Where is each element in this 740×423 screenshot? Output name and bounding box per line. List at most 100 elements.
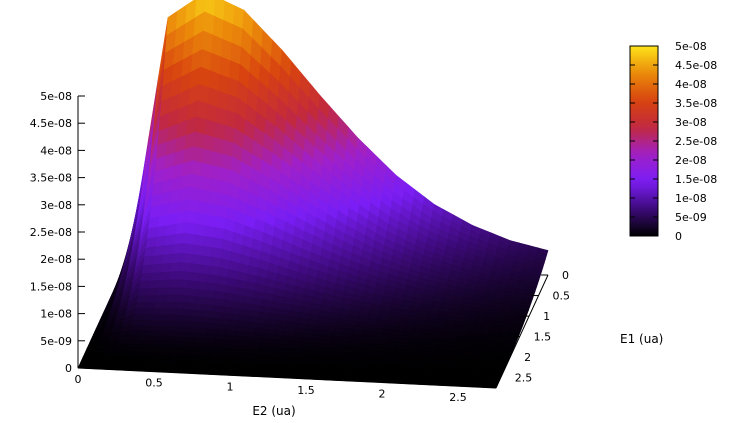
surface-cell <box>219 167 232 184</box>
surface-cell <box>209 256 221 268</box>
colorbar-tick-label: 5e-08 <box>675 40 707 53</box>
surface-cell <box>181 308 193 317</box>
surface-cell <box>105 343 118 349</box>
surface-cell <box>93 350 106 355</box>
surface-cell <box>96 344 108 349</box>
surface-cell <box>147 287 159 296</box>
z-tick-label: 1.5e-08 <box>30 280 72 293</box>
surface-cell <box>201 303 214 312</box>
surface-cell <box>191 244 204 257</box>
surface-cell <box>186 210 198 225</box>
surface-cell <box>165 223 178 237</box>
y-axis-line <box>495 274 549 389</box>
colorbar-tick-label: 2.5e-08 <box>675 135 717 148</box>
surface-cell <box>179 262 192 273</box>
surface-cell <box>173 301 185 310</box>
surface-cell <box>196 200 209 216</box>
surface-cell <box>194 223 206 237</box>
surface-cell <box>158 279 170 289</box>
surface-cell <box>184 336 196 343</box>
surface-cell <box>125 339 138 345</box>
surface-cell <box>213 227 225 240</box>
surface-cell <box>152 308 165 316</box>
surface-cell <box>178 320 191 328</box>
surface-cell <box>183 295 196 304</box>
surface-cell <box>140 319 153 327</box>
surface-cell <box>218 180 231 196</box>
surface-cell <box>167 325 180 333</box>
surface-cell <box>156 225 168 238</box>
surface-cell <box>167 279 180 289</box>
surface-cell <box>189 315 202 323</box>
surface-cell <box>145 236 158 249</box>
surface-cell <box>196 281 208 291</box>
surface-cell <box>171 252 183 264</box>
surface-cell <box>194 288 207 298</box>
surface-cell <box>104 347 117 352</box>
z-tick-label: 3.5e-08 <box>30 172 72 185</box>
surface-cell <box>180 315 192 323</box>
surface-cell <box>170 262 182 273</box>
surface-cell <box>197 83 210 105</box>
surface-cell <box>202 148 214 166</box>
x-tick-label: 2.5 <box>449 391 467 404</box>
surface-cell <box>193 131 206 150</box>
surface-cell <box>208 265 220 277</box>
colorbar-tick-label: 3.5e-08 <box>675 97 717 110</box>
surface-cell <box>169 320 181 328</box>
surface-cell <box>198 264 211 275</box>
surface-cell <box>207 87 219 108</box>
z-tick-label: 5e-09 <box>40 335 72 348</box>
surface-cell <box>137 288 150 297</box>
surface-cell <box>164 294 177 303</box>
surface-cell <box>159 320 172 327</box>
x-tick-label: 0 <box>75 373 82 386</box>
surface-cell <box>151 263 163 274</box>
surface-cell <box>195 116 207 136</box>
surface-cell <box>199 176 212 192</box>
surface-cell <box>177 326 189 333</box>
surface-cell <box>148 280 161 289</box>
surface-cell <box>215 204 228 219</box>
surface-cell <box>164 340 176 346</box>
surface-cell <box>161 253 174 265</box>
surface-cell <box>148 325 161 332</box>
surface-cell <box>150 320 162 327</box>
surface-cell <box>155 235 167 248</box>
surface-cell <box>189 263 201 274</box>
surface-cell <box>142 255 155 267</box>
colorbar-tick-label: 4.5e-08 <box>675 59 717 72</box>
surface-cell <box>151 314 164 321</box>
surface-cell <box>212 237 224 250</box>
surface-cell <box>144 301 157 310</box>
surface-cell <box>136 295 148 303</box>
surface-cell <box>166 287 178 296</box>
z-tick-label: 2e-08 <box>40 253 72 266</box>
colorbar-tick-label: 1.5e-08 <box>675 173 717 186</box>
surface-cell <box>160 262 173 273</box>
surface-cell <box>199 255 212 267</box>
y-tick-label: 2.5 <box>515 372 533 385</box>
surface-cell <box>199 66 211 89</box>
x-tick-label: 0.5 <box>145 377 163 390</box>
colorbar-ticks: 5e-084.5e-084e-083.5e-083e-082.5e-082e-0… <box>630 40 717 243</box>
surface-cell <box>167 212 179 226</box>
surface-cell <box>152 254 164 266</box>
surface-cell <box>197 273 209 283</box>
surface-cell <box>206 202 218 217</box>
surface-cell <box>164 234 177 247</box>
surface-cell <box>196 327 208 335</box>
surface-cell <box>207 190 220 206</box>
surface-cell <box>147 330 160 337</box>
surface-cell <box>116 339 129 345</box>
colorbar-tick-label: 0 <box>675 230 682 243</box>
y-tick-label: 1 <box>543 310 550 323</box>
surface-cell <box>214 216 227 230</box>
surface-cell <box>178 270 190 281</box>
surface-cell <box>211 151 224 169</box>
surface-cell <box>175 287 188 297</box>
x-tick-label: 2 <box>379 388 386 401</box>
surface-cell <box>209 178 221 194</box>
surface-cell <box>192 303 204 312</box>
surface-cell <box>190 254 202 266</box>
